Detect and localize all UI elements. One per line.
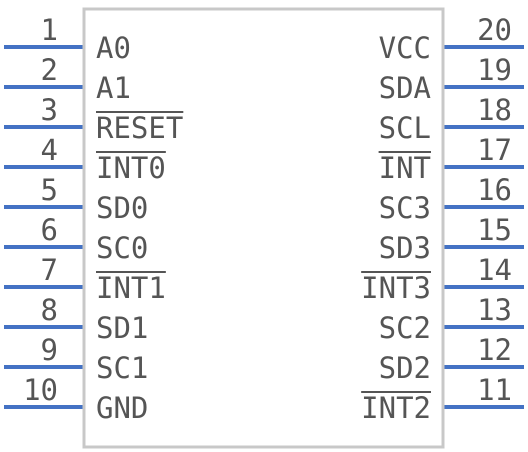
pin-4-number: 4 (41, 133, 58, 167)
pin-5-name: SD0 (96, 191, 148, 225)
pin-8-name: SD1 (96, 311, 148, 345)
pin-7-name: INT1 (96, 271, 166, 305)
pin-9-number: 9 (41, 333, 58, 367)
pin-13-name: SC2 (379, 311, 431, 345)
pin-15-name: SD3 (379, 231, 431, 265)
pin-6-number: 6 (41, 213, 58, 247)
pin-3-number: 3 (41, 93, 58, 127)
pin-11-name: INT2 (361, 391, 431, 425)
chip-body (82, 7, 445, 449)
pin-20-number: 20 (477, 13, 512, 47)
pin-12-name: SD2 (379, 351, 431, 385)
pins-layer (4, 45, 524, 409)
pin-7-number: 7 (41, 253, 58, 287)
pin-13-number: 13 (477, 293, 512, 327)
pin-10-name: GND (96, 391, 148, 425)
pin-4-name: INT0 (96, 151, 166, 185)
labels-layer: 1A02A13RESET4INT05SD06SC07INT18SD19SC110… (23, 13, 512, 425)
pin-18-name: SCL (379, 111, 431, 145)
pin-11-number: 11 (477, 373, 512, 407)
pin-5-number: 5 (41, 173, 58, 207)
pin-12-number: 12 (477, 333, 512, 367)
pin-19-number: 19 (477, 53, 512, 87)
pin-1-name: A0 (96, 31, 131, 65)
pin-8-number: 8 (41, 293, 58, 327)
pin-15-number: 15 (477, 213, 512, 247)
pin-16-name: SC3 (379, 191, 431, 225)
pin-6-name: SC0 (96, 231, 148, 265)
pin-14-number: 14 (477, 253, 512, 287)
pin-2-name: A1 (96, 71, 131, 105)
pin-17-name: INT (379, 151, 431, 185)
pin-17-number: 17 (477, 133, 512, 167)
pin-1-number: 1 (41, 13, 58, 47)
pin-20-name: VCC (379, 31, 431, 65)
pin-19-name: SDA (379, 71, 431, 105)
pin-2-number: 2 (41, 53, 58, 87)
pin-18-number: 18 (477, 93, 512, 127)
pin-3-name: RESET (96, 111, 183, 145)
pin-9-name: SC1 (96, 351, 148, 385)
pin-16-number: 16 (477, 173, 512, 207)
pin-10-number: 10 (23, 373, 58, 407)
pin-14-name: INT3 (361, 271, 431, 305)
